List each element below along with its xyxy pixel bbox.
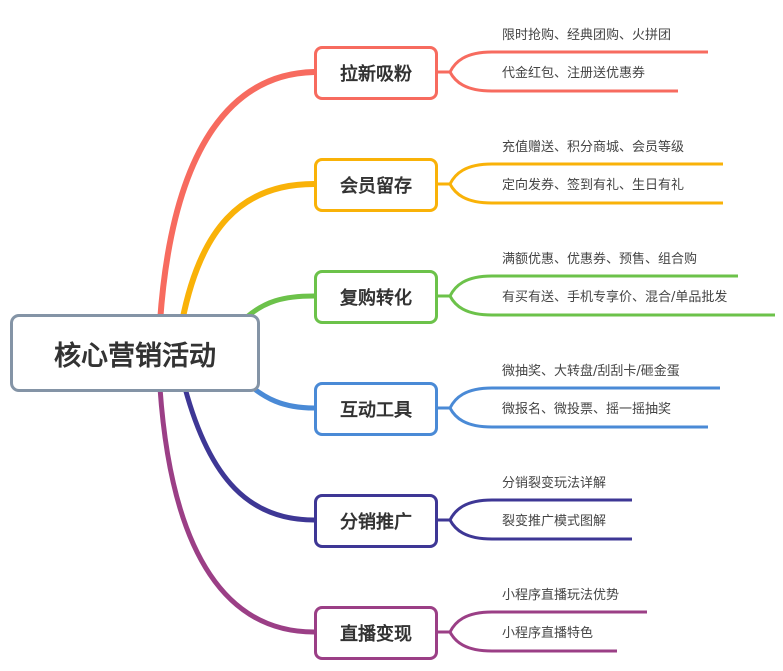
root-node[interactable]: 核心营销活动 — [10, 314, 260, 392]
branch-node[interactable]: 拉新吸粉 — [314, 46, 438, 100]
leaf-node[interactable]: 有买有送、手机专享价、混合/单品批发 — [502, 290, 728, 305]
leaf-node[interactable]: 满额优惠、优惠券、预售、组合购 — [502, 252, 698, 267]
leaf-node[interactable]: 代金红包、注册送优惠券 — [502, 66, 646, 81]
leaf-connector — [436, 630, 617, 653]
branch-node[interactable]: 互动工具 — [314, 382, 438, 436]
branch-label: 直播变现 — [340, 624, 412, 645]
branch-node[interactable]: 会员留存 — [314, 158, 438, 212]
branch-node[interactable]: 分销推广 — [314, 494, 438, 548]
leaf-node[interactable]: 限时抢购、经典团购、火拼团 — [502, 28, 672, 43]
root-label: 核心营销活动 — [54, 340, 216, 372]
leaf-node[interactable]: 充值赠送、积分商城、会员等级 — [502, 140, 685, 155]
leaf-connector — [436, 294, 775, 317]
leaf-node[interactable]: 微报名、微投票、摇一摇抽奖 — [502, 402, 672, 417]
branch-label: 互动工具 — [340, 400, 412, 421]
leaf-connector — [436, 518, 632, 541]
leaf-node[interactable]: 裂变推广模式图解 — [502, 514, 607, 529]
leaf-node[interactable]: 小程序直播玩法优势 — [502, 588, 620, 603]
branch-label: 复购转化 — [340, 288, 412, 309]
branch-node[interactable]: 直播变现 — [314, 606, 438, 660]
main-connector — [245, 293, 317, 319]
main-connector — [157, 69, 317, 325]
leaf-node[interactable]: 定向发券、签到有礼、生日有礼 — [502, 178, 685, 193]
branch-node[interactable]: 复购转化 — [314, 270, 438, 324]
main-connector — [182, 385, 317, 523]
leaf-connector — [436, 182, 723, 205]
main-connector — [179, 181, 317, 325]
leaf-node[interactable]: 小程序直播特色 — [502, 626, 594, 641]
leaf-connector — [436, 70, 678, 93]
branch-label: 拉新吸粉 — [340, 64, 412, 85]
main-connector — [157, 385, 317, 635]
leaf-connector — [436, 406, 708, 429]
branch-label: 分销推广 — [340, 512, 412, 533]
branch-label: 会员留存 — [340, 176, 412, 197]
leaf-node[interactable]: 微抽奖、大转盘/刮刮卡/砸金蛋 — [502, 364, 680, 379]
leaf-node[interactable]: 分销裂变玩法详解 — [502, 476, 607, 491]
